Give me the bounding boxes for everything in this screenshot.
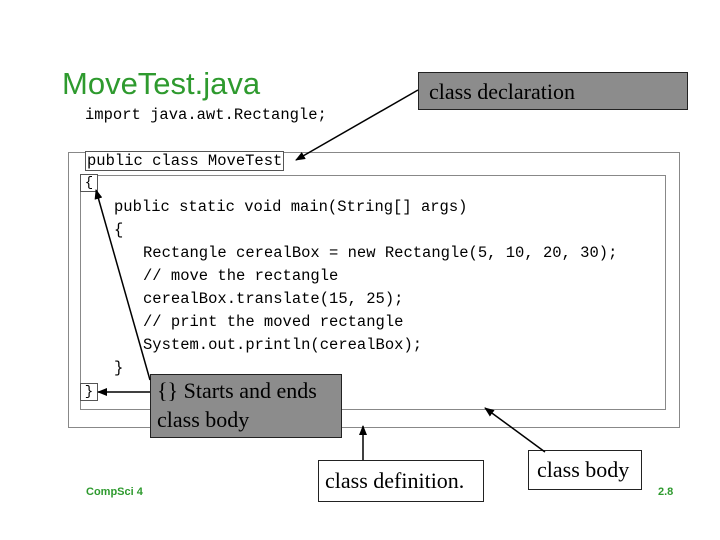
- class-body-callout: class body: [528, 450, 642, 490]
- braces-callout: {} Starts and ends class body: [150, 374, 342, 438]
- code-line: System.out.println(cerealBox);: [143, 336, 423, 354]
- class-body-label: class body: [537, 457, 630, 482]
- slide-title: MoveTest.java: [62, 66, 261, 101]
- class-definition-box: [68, 152, 680, 428]
- class-header: public class MoveTest: [85, 151, 285, 171]
- code-line: Rectangle cerealBox = new Rectangle(5, 1…: [143, 244, 618, 262]
- braces-callout-line1: {} Starts and ends: [157, 378, 317, 403]
- footer-course: CompSci 4: [86, 486, 143, 498]
- class-body-box: [80, 175, 666, 410]
- code-line: // move the rectangle: [143, 267, 339, 285]
- code-line: }: [114, 359, 124, 377]
- close-brace: }: [84, 384, 94, 400]
- class-definition-callout: class definition.: [318, 460, 484, 502]
- braces-callout-line2: class body: [157, 407, 250, 432]
- code-line: {: [114, 221, 124, 239]
- code-line: cerealBox.translate(15, 25);: [143, 290, 404, 308]
- footer-page-number: 2.8: [658, 486, 674, 498]
- class-declaration-callout: class declaration: [418, 72, 688, 110]
- code-line: // print the moved rectangle: [143, 313, 404, 331]
- import-line: import java.awt.Rectangle;: [85, 106, 327, 124]
- arrow-to-open-brace: [94, 189, 151, 381]
- class-definition-label: class definition.: [325, 468, 465, 493]
- code-line: public static void main(String[] args): [114, 198, 468, 216]
- class-declaration-label: class declaration: [429, 79, 575, 104]
- open-brace: {: [84, 175, 94, 191]
- open-brace-box: {: [80, 174, 98, 192]
- arrow-class-declaration: [295, 89, 419, 161]
- arrow-class-body: [484, 407, 546, 453]
